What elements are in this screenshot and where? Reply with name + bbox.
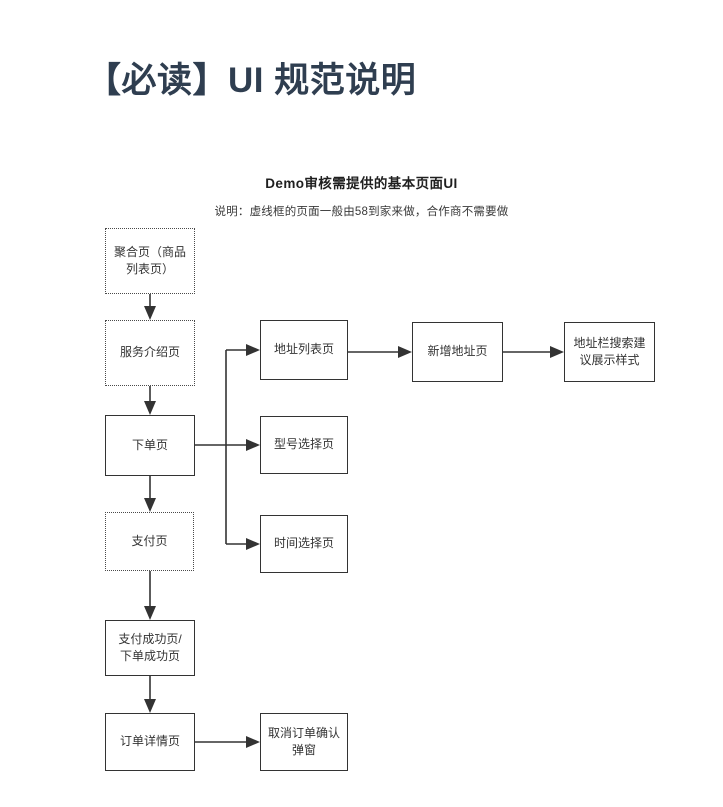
flow-node-label: 时间选择页: [273, 536, 334, 551]
edge-payment-to-pay-success: [144, 571, 156, 620]
flow-node-label: 下单页: [131, 437, 168, 452]
flow-node-order-detail[interactable]: 订单详情页: [105, 713, 195, 771]
flow-node-payment[interactable]: 支付页: [105, 512, 194, 571]
flow-node-address-list[interactable]: 地址列表页: [260, 320, 348, 380]
flow-node-label: 订单详情页: [119, 734, 180, 749]
diagram-note: 说明：虚线框的页面一般由58到家来做，合作商不需要做: [214, 206, 509, 218]
flow-node-label: 支付页: [131, 533, 168, 548]
flow-node-address-add[interactable]: 新增地址页: [412, 322, 503, 382]
flow-node-label: 地址列表页: [273, 342, 334, 357]
flow-node-address-suggest[interactable]: 地址栏搜索建 议展示样式: [564, 322, 655, 382]
flow-node-service-intro[interactable]: 服务介绍页: [105, 320, 195, 386]
diagram-heading: Demo审核需提供的基本页面UI: [265, 176, 458, 191]
flow-node-label: 支付成功页/ 下单成功页: [118, 631, 182, 663]
flow-node-label: 服务介绍页: [119, 345, 180, 360]
edge-pay-success-to-order-detail: [144, 676, 156, 713]
edge-address-list-to-address-add: [348, 346, 412, 358]
flow-node-model-select[interactable]: 型号选择页: [260, 416, 348, 474]
edge-address-add-to-address-suggest: [503, 346, 564, 358]
edge-order-create-branch-trunk: [195, 349, 250, 545]
flow-node-cancel-confirm[interactable]: 取消订单确认 弹窗: [260, 713, 348, 771]
edge-order-create-to-model-select: [246, 439, 260, 451]
flow-node-label: 地址栏搜索建 议展示样式: [573, 335, 646, 367]
flow-node-aggregate[interactable]: 聚合页（商品 列表页）: [105, 228, 195, 294]
flow-node-label: 型号选择页: [273, 437, 334, 452]
flow-node-label: 取消订单确认 弹窗: [267, 725, 340, 757]
page-title: 【必读】UI 规范说明: [86, 61, 417, 100]
flow-node-order-create[interactable]: 下单页: [105, 415, 195, 476]
flow-node-label: 新增地址页: [427, 344, 488, 359]
edge-aggregate-to-service-intro: [144, 294, 156, 320]
flow-node-label: 聚合页（商品 列表页）: [113, 244, 186, 276]
flow-node-pay-success[interactable]: 支付成功页/ 下单成功页: [105, 620, 195, 676]
flow-node-time-select[interactable]: 时间选择页: [260, 515, 348, 573]
edge-service-intro-to-order-create: [144, 386, 156, 415]
edge-order-create-to-address-list: [246, 344, 260, 356]
edge-order-create-to-time-select: [246, 538, 260, 550]
edge-order-create-to-payment: [144, 476, 156, 512]
edge-order-detail-to-cancel-confirm: [195, 736, 260, 748]
